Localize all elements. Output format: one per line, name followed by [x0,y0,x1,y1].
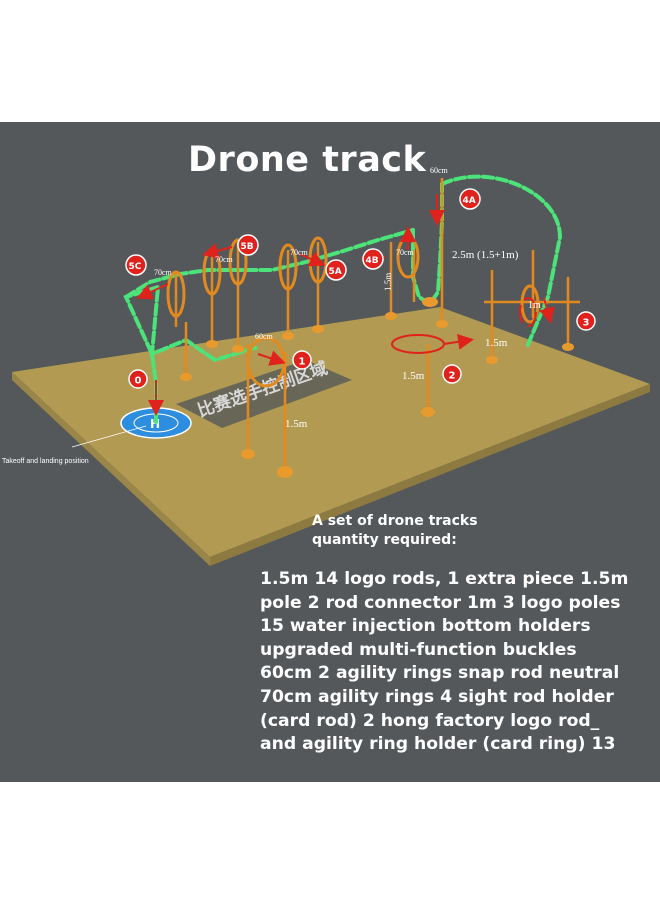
floor-edge [210,384,650,566]
marker-3-label: 3 [583,318,590,329]
marker-5a: 5A [325,259,347,281]
detail-line: 1.5m 14 logo rods, 1 extra piece 1.5m [260,569,629,589]
marker-2-label: 2 [449,371,456,382]
heading-line-2: quantity required: [312,532,457,548]
marker-1: 1 [292,350,312,370]
detail-line: 70cm agility rings 4 sight rod holder [260,686,614,707]
floor [12,307,650,557]
floor-edge-left [12,372,210,566]
measure-pole-3: 1m [528,300,541,311]
measure-pole-front: 1.5m [285,418,308,430]
measure-pole-center: 1.5m [402,370,425,382]
marker-0: 0 [128,369,148,389]
marker-4a-label: 4A [463,196,476,206]
marker-4b: 4B [362,248,384,270]
measure-ring-1: 60cm [255,332,274,341]
marker-5b-label: 5B [241,242,254,252]
heading-line-1: A set of drone tracks [312,513,478,529]
measure-ring-5b: 70cm [215,255,234,264]
diagram-panel: 比赛选手控制区域 H [0,122,660,782]
detail-line: 15 water injection bottom holders [260,616,591,637]
marker-4b-label: 4B [366,256,379,266]
detail-line: and agility ring holder (card ring) 13 [260,734,616,755]
detail-line: upgraded multi-function buckles [260,639,577,660]
measure-ring-4b: 70cm [396,248,415,257]
measure-pole-left: 1.5m [383,273,393,291]
marker-4a: 4A [459,188,481,210]
takeoff-label: Takeoff and landing position [2,458,89,465]
ring-3 [520,284,540,324]
marker-5c-label: 5C [129,262,142,272]
ring-5b-b [228,238,248,286]
marker-5b: 5B [237,234,259,256]
detail-line: (card rod) 2 hong factory logo rod_ [260,710,600,731]
measure-ring-5c: 70cm [154,268,173,277]
track-scene: 比赛选手控制区域 H [12,166,650,566]
takeoff-leader [71,425,147,448]
measure-pole-4: 2.5m (1.5+1m) [452,249,519,261]
page-title: Drone track [188,140,427,180]
marker-3: 3 [576,311,596,331]
direction-arrows [136,194,555,416]
detail-line: 60cm 2 agility rings snap rod neutral [260,663,620,684]
quantity-details: 1.5m 14 logo rods, 1 extra piece 1.5m po… [260,568,656,757]
detail-line: pole 2 rod connector 1m 3 logo poles [260,592,621,613]
measure-ring-5a: 70cm [290,248,309,257]
marker-5c: 5C [125,254,147,276]
helipad-label: H [150,417,160,431]
ring-5a-a [278,243,298,291]
measure-ring-4a: 60cm [430,166,449,175]
marker-2: 2 [442,364,462,384]
marker-0-label: 0 [135,376,142,387]
marker-1-label: 1 [299,357,306,368]
quantity-heading: A set of drone tracks quantity required: [312,512,478,550]
pole-bases [180,297,574,478]
marker-5a-label: 5A [329,267,342,277]
control-area [176,360,352,428]
measure-pole-right: 1.5m [485,337,508,349]
ring-5c [166,270,186,318]
